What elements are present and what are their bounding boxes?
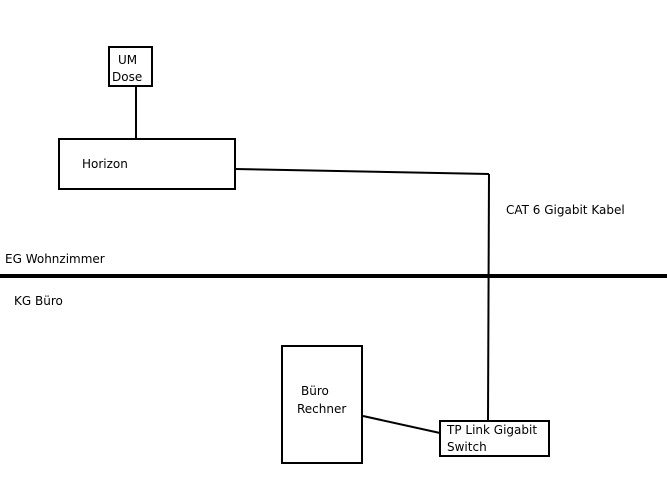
switch-label-line2: Switch xyxy=(447,440,487,454)
horizon-cable-horizontal xyxy=(234,168,490,175)
switch-box xyxy=(439,420,550,457)
switch-label-line1: TP Link Gigabit xyxy=(447,423,538,437)
um-dose-box xyxy=(108,46,153,87)
buero-rechner-box xyxy=(281,345,363,464)
rechner-switch-link xyxy=(362,415,441,434)
floor-lower-label: KG Büro xyxy=(14,294,63,308)
cat6-cable-vertical xyxy=(487,173,490,422)
cable-label: CAT 6 Gigabit Kabel xyxy=(506,203,625,217)
buero-rechner-label-line2: Rechner xyxy=(297,402,347,416)
horizon-box xyxy=(58,138,236,190)
buero-rechner-label-line1: Büro xyxy=(301,384,329,398)
um-dose-label-line2: Dose xyxy=(112,70,143,84)
um-dose-label-line1: UM xyxy=(118,53,138,67)
floor-upper-label: EG Wohnzimmer xyxy=(5,252,105,266)
horizon-label: Horizon xyxy=(82,157,128,171)
